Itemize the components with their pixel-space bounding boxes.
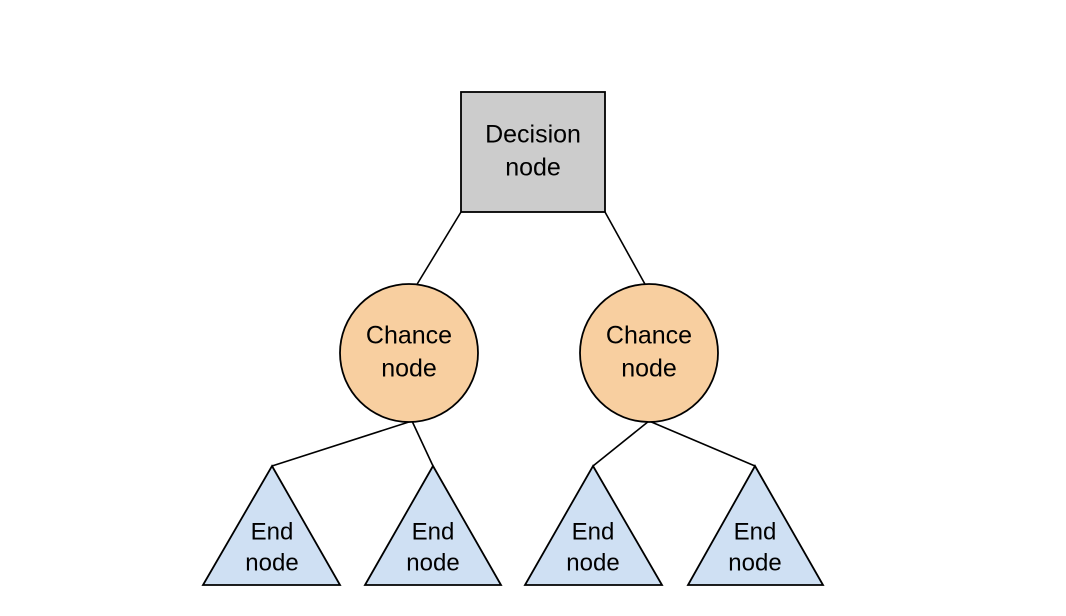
end-node-2-label-line2: node — [406, 549, 459, 576]
chance-node-right-label-line1: Chance — [606, 322, 692, 350]
end-node-3-label-line1: End — [572, 518, 615, 545]
edge-decision-to-chance-right — [604, 211, 647, 287]
edge-chance-left-to-end-2 — [411, 420, 434, 467]
chance-node-left-label-line2: node — [381, 355, 437, 383]
edge-group — [271, 211, 756, 467]
end-node-2-label-line1: End — [412, 518, 455, 545]
chance-node-left[interactable]: Chance node — [339, 283, 479, 423]
end-node-2[interactable]: End node — [363, 464, 503, 586]
chance-node-left-shape[interactable] — [339, 283, 479, 423]
decision-node-label-line1: Decision — [485, 121, 581, 149]
end-node-1-label-line2: node — [245, 549, 298, 576]
end-node-4-shape[interactable] — [686, 464, 825, 586]
chance-node-right-shape[interactable] — [579, 283, 719, 423]
end-node-1[interactable]: End node — [201, 464, 342, 586]
chance-node-right[interactable]: Chance node — [579, 283, 719, 423]
end-node-4-label-line2: node — [728, 549, 781, 576]
decision-node[interactable]: Decision node — [460, 91, 606, 213]
end-node-3[interactable]: End node — [523, 464, 664, 586]
end-node-3-shape[interactable] — [523, 464, 664, 586]
end-node-1-label-line1: End — [251, 518, 294, 545]
edge-chance-left-to-end-1 — [271, 420, 413, 467]
edge-chance-right-to-end-3 — [592, 420, 650, 467]
end-node-2-shape[interactable] — [363, 464, 503, 586]
end-node-4[interactable]: End node — [686, 464, 825, 586]
edge-decision-to-chance-left — [415, 211, 462, 287]
end-node-4-label-line1: End — [734, 518, 777, 545]
edge-chance-right-to-end-4 — [648, 420, 756, 467]
chance-node-right-label-line2: node — [621, 355, 677, 383]
end-node-3-label-line2: node — [566, 549, 619, 576]
end-node-1-shape[interactable] — [201, 464, 342, 586]
decision-node-shape[interactable] — [460, 91, 606, 213]
chance-node-left-label-line1: Chance — [366, 322, 452, 350]
decision-node-label-line2: node — [505, 154, 561, 182]
